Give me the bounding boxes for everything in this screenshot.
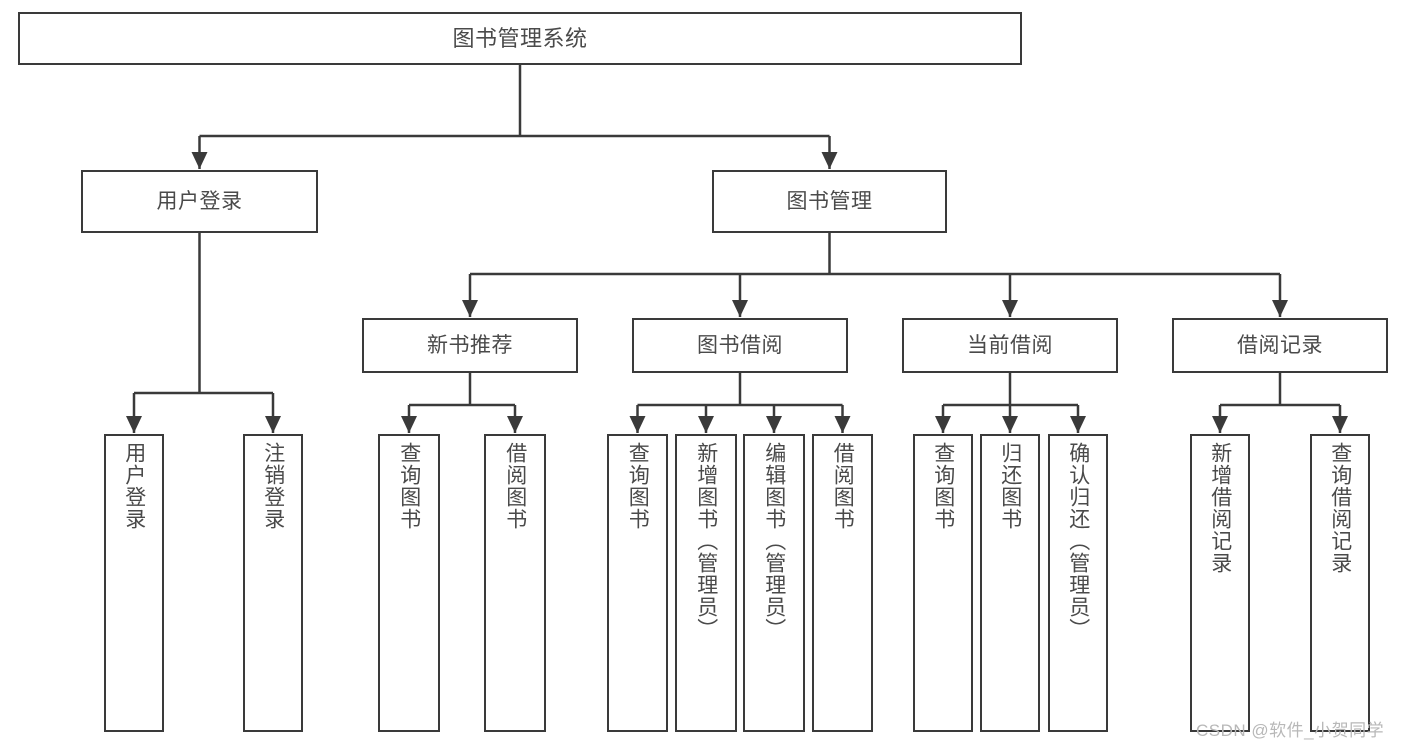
arrow-head — [126, 416, 142, 433]
node-label: 借阅图书 — [831, 442, 855, 530]
node-label: 新增图书（管理员） — [694, 442, 718, 640]
arrow-head — [191, 152, 208, 169]
arrow-head — [1002, 300, 1018, 317]
node-book-borrow[interactable]: 图书借阅 — [632, 318, 848, 373]
node-label: 用户登录 — [156, 190, 243, 213]
node-label: 查询图书 — [626, 442, 650, 530]
arrow-head — [629, 416, 646, 433]
node-label: 新增借阅记录 — [1208, 442, 1232, 574]
node-leaf-logout[interactable]: 注销登录 — [243, 434, 303, 732]
node-label: 图书借阅 — [697, 334, 783, 357]
arrow-head — [1070, 416, 1086, 433]
node-label: 编辑图书（管理员） — [762, 442, 786, 640]
node-leaf-user-login[interactable]: 用户登录 — [104, 434, 164, 732]
arrow-head — [1002, 416, 1018, 433]
node-root[interactable]: 图书管理系统 — [18, 12, 1022, 65]
node-leaf-add-book[interactable]: 新增图书（管理员） — [675, 434, 737, 732]
node-label: 新书推荐 — [427, 334, 513, 357]
node-leaf-query-record[interactable]: 查询借阅记录 — [1310, 434, 1370, 732]
node-label: 借阅图书 — [503, 442, 527, 530]
arrow-head — [732, 300, 748, 317]
node-leaf-query-book[interactable]: 查询图书 — [607, 434, 668, 732]
node-label: 查询图书 — [397, 442, 421, 530]
node-current-borrow[interactable]: 当前借阅 — [902, 318, 1118, 373]
arrow-head — [1272, 300, 1288, 317]
node-leaf-add-record[interactable]: 新增借阅记录 — [1190, 434, 1250, 732]
arrow-head — [265, 416, 281, 433]
arrow-head — [1332, 416, 1348, 433]
node-label: 归还图书 — [998, 442, 1022, 530]
node-leaf-query-cur[interactable]: 查询图书 — [913, 434, 973, 732]
arrow-head — [698, 416, 714, 433]
arrow-head — [834, 416, 851, 433]
arrow-head — [1212, 416, 1228, 433]
node-label: 注销登录 — [261, 442, 285, 530]
arrow-head — [507, 416, 523, 433]
node-leaf-borrow-book-rec[interactable]: 借阅图书 — [484, 434, 546, 732]
arrow-head — [766, 416, 782, 433]
node-new-book-rec[interactable]: 新书推荐 — [362, 318, 578, 373]
arrow-head — [821, 152, 838, 169]
node-leaf-return-book[interactable]: 归还图书 — [980, 434, 1040, 732]
node-user-login[interactable]: 用户登录 — [81, 170, 318, 233]
node-leaf-query-book-rec[interactable]: 查询图书 — [378, 434, 440, 732]
node-label: 图书管理系统 — [452, 25, 588, 51]
node-leaf-borrow-book[interactable]: 借阅图书 — [812, 434, 873, 732]
node-label: 图书管理 — [786, 190, 873, 213]
arrow-head — [401, 416, 417, 433]
arrow-head — [462, 300, 478, 317]
node-label: 查询图书 — [931, 442, 955, 530]
node-leaf-confirm-return[interactable]: 确认归还（管理员） — [1048, 434, 1108, 732]
node-leaf-edit-book[interactable]: 编辑图书（管理员） — [743, 434, 805, 732]
watermark-text: CSDN @软件_小贺同学 — [1196, 721, 1385, 740]
node-label: 用户登录 — [122, 442, 146, 530]
arrow-head — [935, 416, 951, 433]
node-label: 查询借阅记录 — [1328, 442, 1352, 574]
node-label: 当前借阅 — [967, 334, 1053, 357]
node-label: 确认归还（管理员） — [1066, 442, 1090, 640]
node-book-manage[interactable]: 图书管理 — [712, 170, 947, 233]
node-label: 借阅记录 — [1237, 334, 1323, 357]
node-borrow-record[interactable]: 借阅记录 — [1172, 318, 1388, 373]
